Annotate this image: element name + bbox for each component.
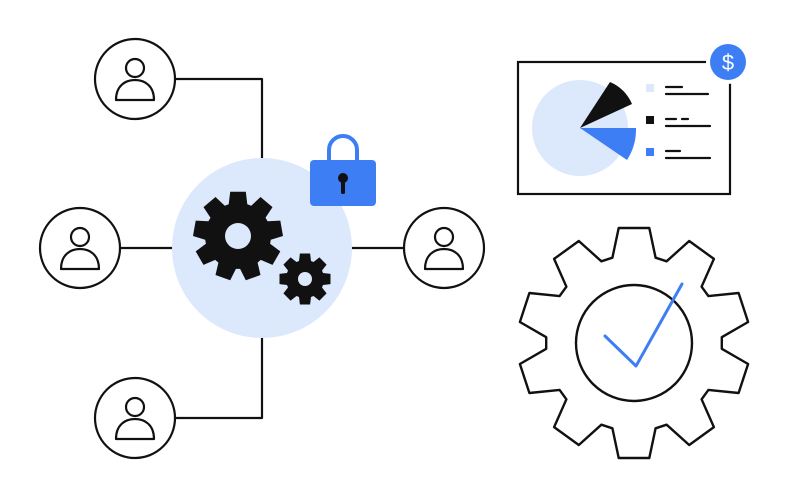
dollar-symbol: $: [722, 50, 734, 75]
user-icon: [114, 396, 156, 441]
lock-icon: [310, 134, 376, 206]
gear-large-icon: [193, 191, 283, 281]
settings-gear-icon: [518, 226, 750, 460]
user-icon: [423, 226, 465, 271]
gear-small-icon: [279, 253, 331, 305]
report-panel: [516, 60, 732, 196]
gear-hole: [298, 272, 312, 286]
user-node-top-left: [93, 37, 177, 121]
user-node-bottom-left: [93, 376, 177, 460]
dollar-badge-icon: $: [706, 40, 750, 84]
checkmark-icon: [603, 282, 684, 368]
gear-hole: [225, 223, 251, 249]
user-node-right: [402, 206, 486, 290]
pie-chart-icon: [532, 80, 637, 176]
chart-legend: [646, 84, 712, 160]
user-icon: [59, 226, 101, 271]
user-icon: [114, 57, 156, 102]
user-node-left: [38, 206, 122, 290]
gear-inner-ring: [574, 283, 694, 403]
connector-lines: [118, 77, 406, 420]
